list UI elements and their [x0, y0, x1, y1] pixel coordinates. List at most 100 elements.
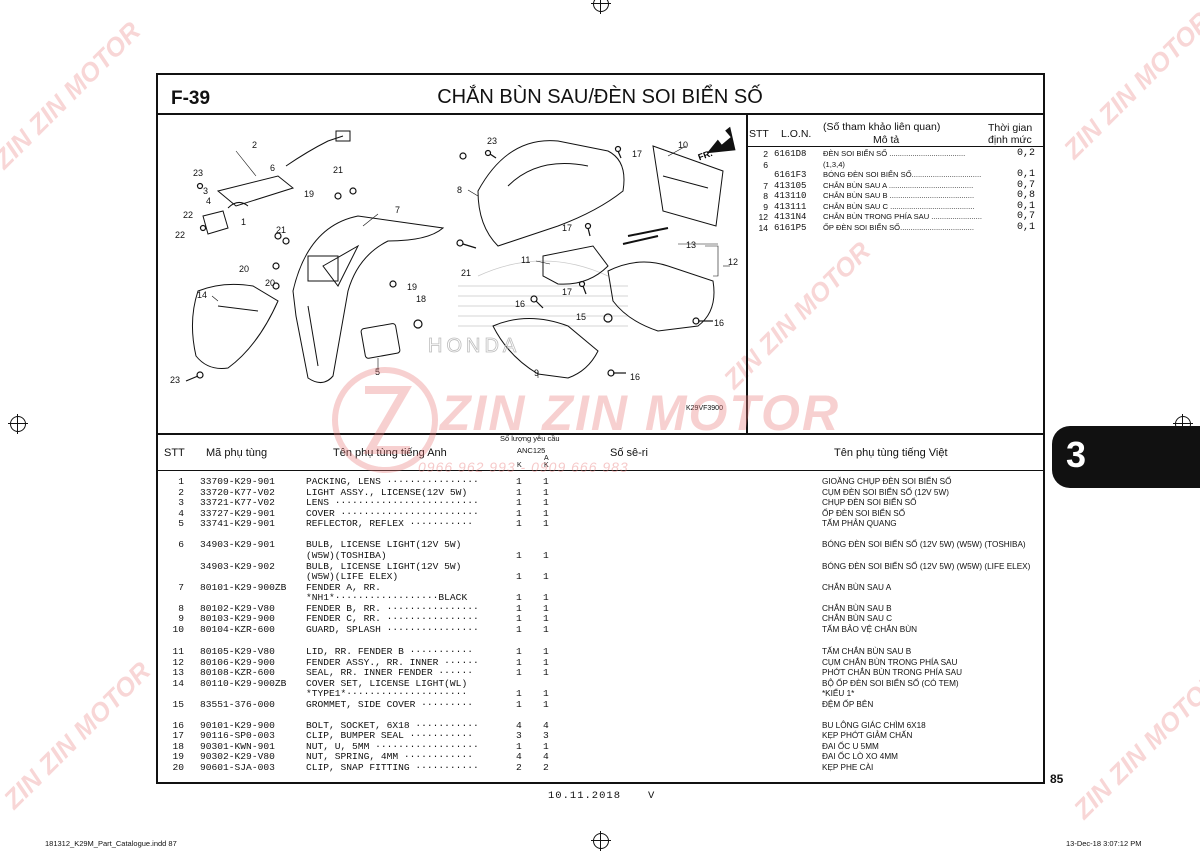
- parts-row-qty-k: 1: [516, 476, 522, 487]
- parts-row-qty-k: 1: [516, 602, 522, 614]
- lon-row-desc: (1,3,4): [823, 159, 845, 169]
- lon-row-stt: 12: [758, 212, 768, 222]
- section-tab: [1052, 426, 1200, 488]
- parts-row-part-no: 90101-K29-900: [200, 719, 275, 731]
- parts-row-name-vi: BỘ ỐP ĐÈN SOI BIỂN SỐ (CÓ TEM): [822, 678, 959, 688]
- parts-row-stt: 17: [172, 730, 184, 741]
- parts-row-stt: 1: [178, 476, 184, 487]
- watermark-brand-diagonal: ZIN ZIN MOTOR: [0, 15, 147, 175]
- parts-row-qty-k: 1: [516, 497, 522, 508]
- parts-table-divider: [157, 433, 1044, 435]
- lon-row-code: 4131N4: [774, 212, 807, 222]
- parts-header-name-en: Tên phụ tùng tiếng Anh: [333, 447, 447, 459]
- diagram-callout: 13: [686, 240, 697, 250]
- watermark-brand-diagonal: ZIN ZIN MOTOR: [1057, 5, 1200, 165]
- parts-row-name-en: BULB, LICENSE LIGHT(12V 5W): [306, 539, 462, 550]
- parts-row-qty-ak: 1: [543, 667, 549, 678]
- lon-row-stt: 6: [763, 159, 768, 170]
- parts-row-qty-ak: 1: [543, 623, 549, 635]
- parts-row-name-vi: CHẮN BÙN SAU B: [822, 603, 892, 613]
- lon-row-time: 0,7: [1017, 179, 1036, 191]
- lon-row-time: 0,2: [1017, 148, 1036, 159]
- parts-row-qty-k: 1: [516, 667, 522, 678]
- diagram-callout: 18: [416, 294, 427, 304]
- parts-row-qty-k: 1: [516, 623, 522, 635]
- parts-row-name-vi: CỤM ĐÈN SOI BIỂN SỐ (12V 5W): [822, 487, 949, 497]
- parts-row-stt: 15: [172, 698, 184, 710]
- diagram-callout: 19: [407, 282, 418, 292]
- diagram-callout: 16: [630, 372, 641, 382]
- watermark-brand-diagonal: ZIN ZIN MOTOR: [1067, 665, 1200, 825]
- fr-label: FR.: [697, 148, 714, 162]
- parts-row-name-en: LENS ·························: [306, 497, 479, 508]
- parts-row-name-vi: BÓNG ĐÈN SOI BIỂN SỐ (12V 5W) (W5W) (TOS…: [822, 540, 1026, 549]
- parts-row-name-vi: ĐỆM ỐP BÊN: [822, 699, 874, 709]
- parts-row-qty-k: 1: [516, 518, 522, 529]
- parts-row-stt: 2: [178, 486, 184, 498]
- parts-row-stt: 11: [172, 646, 184, 657]
- lon-row-desc: CHẮN BÙN TRONG PHÍA SAU ................…: [823, 212, 982, 221]
- registration-mark-icon: [8, 414, 28, 434]
- parts-row-qty-ak: 2: [543, 761, 549, 773]
- diagram-callout: 5: [375, 367, 381, 377]
- lon-row-code: 413105: [774, 180, 807, 191]
- diagram-callout: 20: [239, 264, 250, 274]
- footer-stamp: 13-Dec-18 3:07:12 PM: [1066, 839, 1142, 848]
- parts-row-part-no: 90302-K29-V80: [200, 751, 275, 762]
- parts-row-part-no: 33720-K77-V02: [200, 486, 275, 498]
- diagram-callout: 16: [714, 318, 725, 328]
- parts-row-name-en: (W5W)(TOSHIBA): [306, 549, 387, 561]
- lon-row-code: 6161D8: [774, 149, 807, 159]
- parts-row-name-en: SEAL, RR. INNER FENDER ······: [306, 667, 473, 678]
- parts-row-qty-ak: 1: [543, 646, 549, 657]
- diagram-callout: 12: [728, 257, 739, 267]
- parts-row-name-en: (W5W)(LIFE ELEX): [306, 571, 399, 582]
- parts-row-stt: 16: [172, 719, 184, 731]
- registration-mark-icon: [591, 0, 611, 14]
- parts-row-qty-k: 3: [516, 730, 522, 741]
- diagram-code: K29VF3900: [686, 405, 723, 412]
- lon-row-code: 413110: [774, 191, 807, 201]
- parts-row-qty-k: 1: [516, 688, 522, 699]
- parts-row-name-vi: CHỤP ĐÈN SOI BIỂN SỐ: [822, 498, 917, 507]
- parts-row-stt: 14: [172, 677, 184, 689]
- parts-row-part-no: 34903-K29-902: [200, 560, 275, 572]
- diagram-callout: 8: [457, 185, 463, 195]
- parts-row-part-no: 80101-K29-900ZB: [200, 581, 287, 593]
- diagram-callout: 22: [175, 230, 186, 240]
- parts-row-name-en: CLIP, SNAP FITTING ···········: [306, 761, 479, 773]
- lon-header-time: Thời gian: [988, 122, 1033, 134]
- lon-header-time2: định mức: [988, 134, 1032, 146]
- parts-row-name-en: REFLECTOR, REFLEX ···········: [306, 518, 473, 529]
- parts-row-name-en: NUT, U, 5MM ··················: [306, 740, 479, 752]
- diagram-callout: 1: [241, 217, 247, 227]
- lon-header-stt: STT: [749, 128, 769, 140]
- figure-code: F-39: [171, 88, 211, 109]
- parts-row-name-en: CLIP, BUMPER SEAL ···········: [306, 730, 473, 741]
- diagram-callout: 2: [252, 140, 258, 150]
- lon-row-code: 6161F3: [774, 170, 807, 180]
- parts-row-qty-ak: 1: [543, 571, 549, 582]
- parts-row-qty-ak: 4: [543, 719, 549, 731]
- parts-row-name-vi: ĐAI ỐC U 5MM: [822, 741, 879, 751]
- parts-row-qty-k: 1: [516, 656, 522, 668]
- parts-row-name-en: BULB, LICENSE LIGHT(12V 5W): [306, 560, 462, 572]
- parts-row-qty-ak: 1: [543, 592, 549, 603]
- parts-row-part-no: 34903-K29-901: [200, 539, 275, 550]
- parts-row-stt: 19: [172, 751, 184, 762]
- diagram-callout: 4: [206, 196, 212, 206]
- diagram-callout: 23: [170, 375, 181, 385]
- lon-row-time: 0,1: [1017, 221, 1036, 233]
- diagram-callout: 22: [183, 210, 194, 220]
- diagram-callout: 17: [562, 223, 573, 233]
- parts-header-serial: Số sê-ri: [610, 447, 648, 459]
- lon-row-stt: 14: [758, 222, 768, 233]
- diagram-callout: 9: [534, 368, 540, 378]
- parts-row-qty-ak: 4: [543, 751, 549, 762]
- parts-row-name-en: COVER ························: [306, 507, 479, 519]
- parts-row-qty-k: 1: [516, 571, 522, 582]
- parts-row-name-en: FENDER ASSY., RR. INNER ······: [306, 656, 479, 668]
- diagram-callout: 10: [678, 140, 689, 150]
- parts-row-part-no: 80110-K29-900ZB: [200, 677, 287, 689]
- parts-row-qty-ak: 1: [543, 688, 549, 699]
